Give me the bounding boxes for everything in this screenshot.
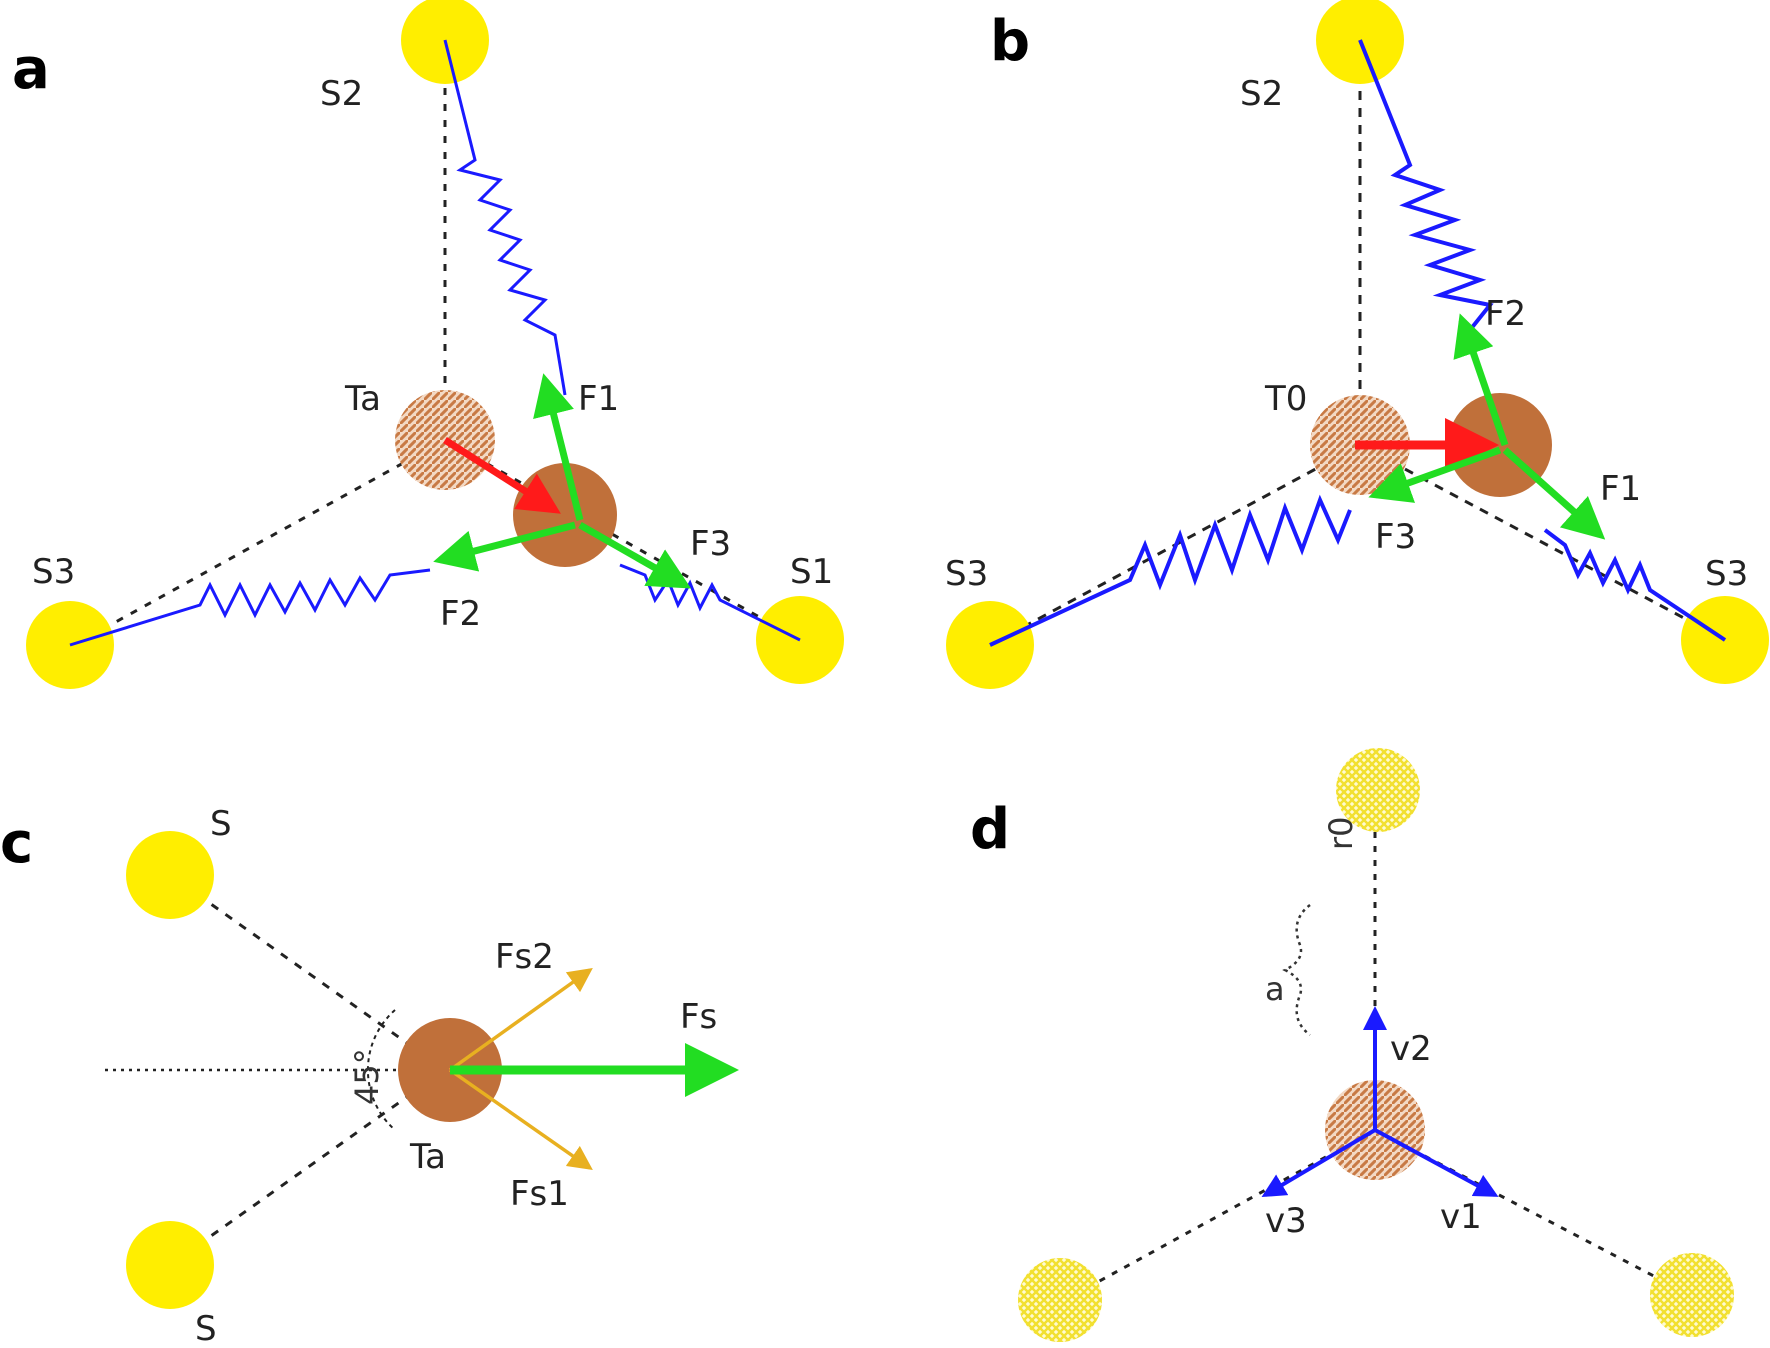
panel-b-spring-right <box>1543 528 1727 642</box>
panel-c: c S S Fs2 Fs Fs1 45° Ta <box>0 804 739 1348</box>
panel-d: d r0 a v2 v1 v3 <box>970 748 1734 1342</box>
panel-a-force-top-arrow <box>533 373 584 521</box>
panel-b-label-f-right: F1 <box>1600 469 1641 509</box>
panel-c-satellite-bottom <box>126 1221 214 1309</box>
panel-a-body <box>513 463 617 567</box>
panel-a-ref-line-left <box>64 438 446 652</box>
panel-a-label-f-left: F2 <box>440 594 481 634</box>
panel-a-spring-left <box>69 568 431 647</box>
panel-b-label-center: T0 <box>1264 379 1307 419</box>
panel-a-label-s-left: S3 <box>32 552 75 592</box>
panel-c-letter: c <box>0 811 33 876</box>
panel-a-label-f-right: F3 <box>690 524 731 564</box>
panel-c-satellite-top <box>126 831 214 919</box>
panel-d-brace <box>1282 904 1311 1036</box>
panel-a-ref-line-right <box>444 438 801 642</box>
panel-a-letter: a <box>12 37 50 102</box>
panel-d-satellite-top <box>1336 748 1420 832</box>
panel-b-force-left-arrow <box>1368 446 1502 503</box>
panel-a-force-right-arrow <box>578 521 692 589</box>
panel-c-label-s-bottom: S <box>195 1309 217 1348</box>
panel-d-label-v-right: v1 <box>1440 1197 1482 1237</box>
panel-c-fs1-arrow <box>448 1068 593 1171</box>
panel-c-label-fs: Fs <box>680 997 717 1037</box>
panel-b-label-s-top: S2 <box>1240 74 1283 114</box>
panel-c-label-angle: 45° <box>348 1048 386 1105</box>
panel-a-label-s-right: S1 <box>790 552 833 592</box>
panel-b-label-s-left: S3 <box>945 554 988 594</box>
panel-d-velocity-right-arrow <box>1374 1128 1499 1197</box>
panel-d-satellite-left <box>1018 1258 1102 1342</box>
panel-a: a S2 S3 S1 Ta F1 F3 F2 <box>12 0 844 689</box>
panel-c-label-fs1: Fs1 <box>510 1174 569 1214</box>
panel-b-spring-top <box>1358 39 1494 332</box>
panel-d-label-v-up: v2 <box>1390 1029 1432 1069</box>
panel-a-label-center: Ta <box>344 379 381 419</box>
panel-a-spring-top <box>443 39 567 396</box>
panel-a-force-left-arrow <box>433 521 576 572</box>
panel-d-label-top: r0 <box>1322 816 1360 850</box>
panel-d-velocity-left-arrow <box>1261 1128 1377 1198</box>
panel-c-angle-arc <box>366 1009 396 1131</box>
panel-c-fs2-arrow <box>448 967 593 1072</box>
panel-c-label-s-top: S <box>210 804 232 844</box>
panel-d-satellite-right <box>1650 1253 1734 1337</box>
panel-d-label-brace: a <box>1265 970 1285 1008</box>
panel-c-ref-line-upper <box>169 873 446 1072</box>
panel-a-label-s-top: S2 <box>320 74 363 114</box>
panel-b-label-s-right: S3 <box>1705 554 1748 594</box>
panel-b-label-f-left: F3 <box>1375 517 1416 557</box>
panel-c-ref-line-lower <box>169 1068 446 1267</box>
panel-b-force-top-arrow <box>1453 313 1509 447</box>
panel-c-label-fs2: Fs2 <box>495 937 554 977</box>
panel-d-label-v-left: v3 <box>1265 1201 1307 1241</box>
panel-b-label-f-top: F2 <box>1485 294 1526 334</box>
panel-b-letter: b <box>990 9 1030 74</box>
panel-a-resultant-arrow <box>443 437 561 514</box>
panel-c-label-center: Ta <box>409 1137 446 1177</box>
panel-d-letter: d <box>970 797 1010 862</box>
panel-b-force-right-arrow <box>1502 447 1606 540</box>
panel-b: b S2 S3 S3 T0 F2 F1 F3 <box>945 0 1769 689</box>
panel-b-spring-left <box>989 494 1352 647</box>
panel-a-label-f-top: F1 <box>578 379 619 419</box>
